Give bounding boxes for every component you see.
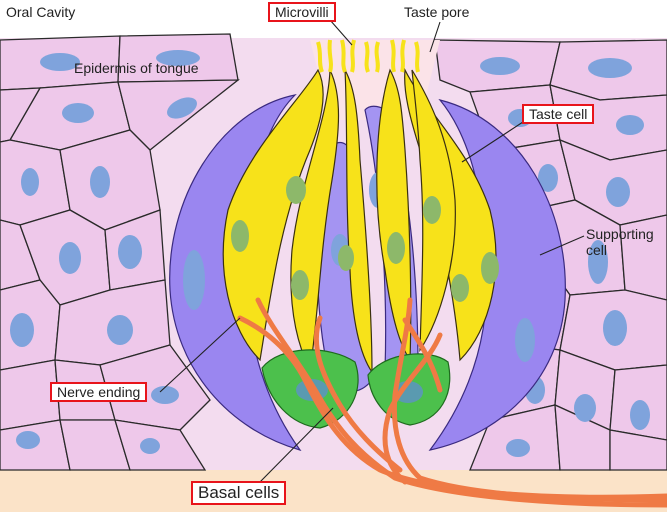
base-layer [0,470,667,512]
nerve-fibers [237,297,667,508]
oral-cavity-label: Oral Cavity [6,4,76,20]
nerve-ending-label: Nerve ending [50,382,148,402]
pointer-basal-cells [257,407,334,485]
pointer-microvilli [329,19,353,46]
taste-cell-label: Taste cell [522,104,595,124]
pointer-taste-cell [461,119,527,163]
supporting-cell-label: Supporting cell [586,226,654,258]
pointer-supporting-cell [539,235,585,256]
pointer-nerve-ending [159,317,241,393]
microvilli-strands [316,39,420,73]
microvilli-label: Microvilli [268,2,336,22]
pointer-taste-pore [429,21,441,53]
taste-nuclei [231,176,499,302]
basal-cells-label: Basal cells [191,481,287,505]
taste-pore-label: Taste pore [404,4,470,20]
epidermis-label: Epidermis of tongue [74,60,199,76]
